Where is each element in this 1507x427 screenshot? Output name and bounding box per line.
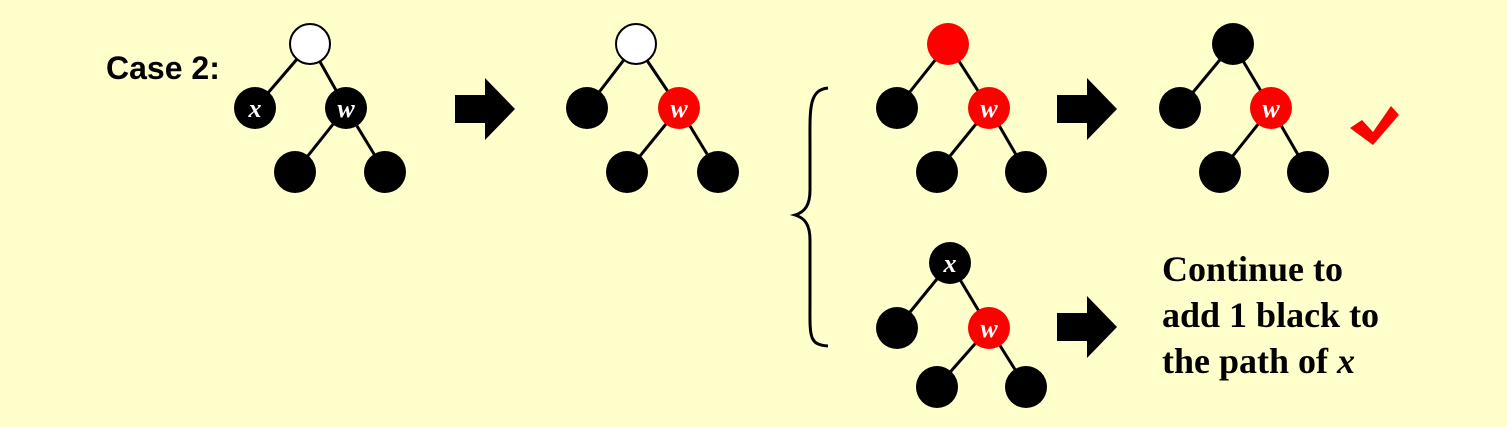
tree3-left-child	[916, 151, 958, 193]
result-line-3-var: x	[1337, 341, 1356, 381]
tree4-left-child	[1199, 151, 1241, 193]
tree1-w-label: w	[337, 94, 355, 123]
result-description: Continue to add 1 black to the path of x	[1162, 246, 1379, 384]
tree3-w-node	[968, 87, 1010, 129]
tree2-left-node	[566, 87, 608, 129]
result-line-3-prefix: the path of	[1162, 341, 1338, 381]
tree1-right-child	[364, 151, 406, 193]
tree2-w-label: w	[670, 94, 688, 123]
tree1-w-node	[325, 87, 367, 129]
left-brace	[789, 86, 829, 348]
tree1-x-label: x	[248, 94, 262, 123]
tree4-root-node	[1212, 23, 1254, 65]
tree5-right-child	[1005, 366, 1047, 408]
tree5-w-node	[968, 307, 1010, 349]
right-arrow-icon	[455, 78, 515, 140]
tree4-right-child	[1287, 151, 1329, 193]
tree3-w-label: w	[980, 94, 998, 123]
tree3-right-child	[1005, 151, 1047, 193]
right-arrow-icon	[1057, 296, 1117, 358]
tree5-x-label: x	[943, 249, 957, 278]
result-line-1: Continue to	[1162, 249, 1344, 289]
tree4-w-label: w	[1262, 94, 1280, 123]
tree5-w-label: w	[980, 314, 998, 343]
checkmark-icon	[1350, 106, 1399, 145]
tree1-root-node	[289, 23, 331, 65]
tree2-w-node	[658, 87, 700, 129]
tree3-root-node	[927, 23, 969, 65]
tree2-root-node	[615, 23, 657, 65]
case-title: Case 2:	[106, 50, 220, 86]
tree2-right-child	[697, 151, 739, 193]
tree1-x-node	[234, 87, 276, 129]
tree5-x-node	[929, 242, 971, 284]
result-line-3: the path of x	[1162, 338, 1379, 384]
tree1-left-child	[274, 151, 316, 193]
right-arrow-icon	[1057, 78, 1117, 140]
tree5-left-node	[876, 307, 918, 349]
tree2-left-child	[606, 151, 648, 193]
tree4-left-node	[1159, 87, 1201, 129]
tree3-left-node	[876, 87, 918, 129]
result-line-2: add 1 black to	[1162, 295, 1380, 335]
tree5-left-child	[916, 366, 958, 408]
tree4-w-node	[1250, 87, 1292, 129]
